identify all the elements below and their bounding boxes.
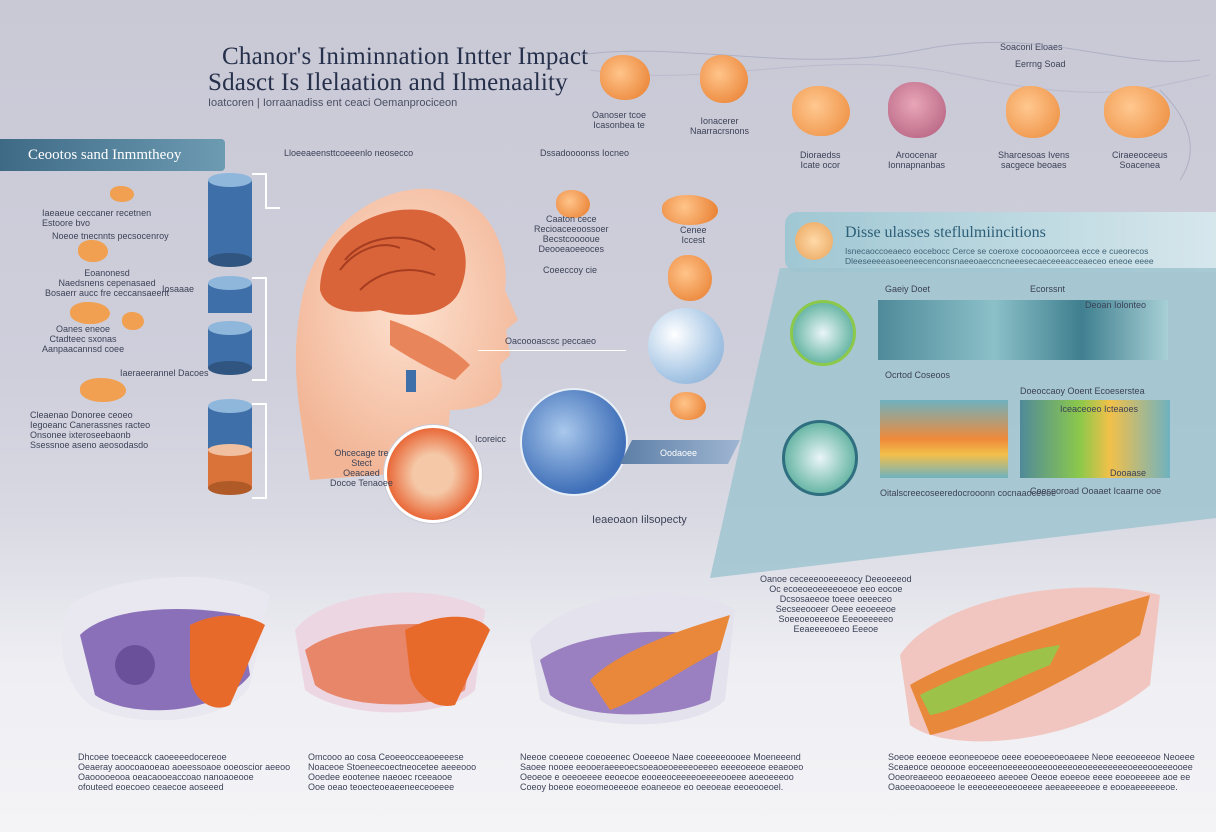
tissue-inset-label: Ohcecage tre Stect Oeacaed Docoe Tenaoee xyxy=(330,448,393,488)
ramp-shape xyxy=(620,440,740,464)
chart-1-area xyxy=(878,300,1168,360)
left-section-banner: Ceootos sand Inmmtheoy xyxy=(0,139,225,171)
globe-icon xyxy=(648,308,724,384)
small-organ-icon xyxy=(70,302,110,324)
organ-section-4 xyxy=(900,587,1160,742)
chart-1-icon xyxy=(790,300,856,366)
bottom-note-2: Omcooo ao cosa Ceoeeocceaoeeeese Noaceoe… xyxy=(308,752,477,792)
center-note-1: Caaton cece Recioaceeoossoer Becstcoooou… xyxy=(534,214,609,254)
page-title-line-2: Sdasct Is Ilelaation and Ilmenaality xyxy=(208,69,568,96)
mid-right-note: Oanoe ceceeeooeeeeocy Deeoeeeod Oc ecoeo… xyxy=(760,574,912,634)
bottom-note-3: Neeoe coeoeoe coeoeenec Ooeeeoe Naee coe… xyxy=(520,752,804,792)
chart-2-note: Dooaase xyxy=(1110,468,1147,478)
bottom-note-4: Soeoe eeoeoe eeoneeoeoe oeee eoeoeeoeoae… xyxy=(888,752,1195,792)
top-item-label-5: Sharcesoas Ivens sacgece beoaes xyxy=(998,150,1070,170)
organ-section-1 xyxy=(61,576,270,721)
center-top-note-1: Lloeeaeensttcoeeenlo neosecco xyxy=(284,148,414,158)
chart-1-label: Gaeiy Doet xyxy=(885,284,931,294)
organ-icon-5 xyxy=(1006,86,1060,138)
chart-1-label-2: Ecorssnt xyxy=(1030,284,1066,294)
small-organ-icon xyxy=(78,240,108,262)
left-note-6: Iaeraeerannel Dacoes xyxy=(120,368,209,378)
chart-2-area-right xyxy=(1020,400,1170,478)
floor-label: Ieaeoaon Iilsopecty xyxy=(592,514,687,526)
top-item-label-6: Ciraeeoceeus Soacenea xyxy=(1112,150,1168,170)
organ-icon-4 xyxy=(888,82,946,138)
chart-2-icon xyxy=(782,420,858,496)
page-title-line-1: Chanor's Iniminnation Intter Impact xyxy=(222,43,589,70)
tissue-inset-side-label: Icoreicc xyxy=(475,434,507,444)
head-pointer-label: Oacoooascsc peccaeo xyxy=(505,336,597,346)
page-subtitle: Ioatcoren | Iorraanadiss ent ceaci Oeman… xyxy=(208,97,458,109)
small-organ-icon xyxy=(670,392,706,420)
right-panel-icon xyxy=(795,222,833,260)
small-organ-icon xyxy=(668,255,712,301)
organ-icon-1 xyxy=(600,55,650,100)
chart-1-label-3: Deoan Iolonteo xyxy=(1085,300,1147,310)
bottom-note-1: Dhcoee toeceacck caoeeeedocereoe Oeaeray… xyxy=(78,752,291,792)
head-pointer-line xyxy=(478,350,626,351)
organ-section-3 xyxy=(530,593,735,725)
right-panel-header xyxy=(785,212,1216,272)
left-note-4: Iosaaae xyxy=(162,284,195,294)
left-note-7: Cleaenao Donoree ceoeo Iegoeanc Canerass… xyxy=(30,410,151,450)
organ-icon-6 xyxy=(1104,86,1170,138)
head-illustration xyxy=(295,188,518,480)
small-organ-icon xyxy=(110,186,134,202)
top-item-label-3: Dioraedss Icate ocor xyxy=(800,150,841,170)
small-organ-icon xyxy=(122,312,144,330)
ramp-label: Oodaoee xyxy=(660,448,698,458)
top-item-label-4: Aroocenar Ionnapnanbas xyxy=(888,150,946,170)
cylinder-stack xyxy=(208,173,280,499)
organ-section-2 xyxy=(295,592,490,713)
cell-circle-icon xyxy=(520,388,628,496)
top-right-label-2: Eerrng Soad xyxy=(1015,59,1066,69)
left-note-1: Iaeaeue ceccaner recetnen Estoore bvo xyxy=(42,208,152,228)
chart-2-label: Doeoccaoy Ooent Ecoeserstea xyxy=(1020,386,1145,396)
small-organ-icon xyxy=(556,190,590,218)
organ-icon-3 xyxy=(792,86,850,136)
right-panel-title: Disse ulasses steflulmiincitions xyxy=(845,224,1046,241)
small-organ-icon xyxy=(80,378,126,402)
top-right-label-1: Soaconl Eloaes xyxy=(1000,42,1063,52)
left-note-3: Eoanonesd Naedsnens cepenasaed Bosaerr a… xyxy=(45,268,170,298)
left-note-5: Oanes eneoe Ctadteec sxonas Aanpaacannsd… xyxy=(42,324,125,354)
small-organ-icon xyxy=(662,195,718,225)
right-panel-subtitle: Isnecaoccoeaeco eocebocc Cerce se coerox… xyxy=(845,246,1154,266)
chart-2-caption-right: Coeseoroad Ooaaet Icaarne ooe xyxy=(1030,486,1162,496)
chart-2-caption-left: Oitalscreecoseeredocrooonn cocnaaoceeoe xyxy=(880,488,1057,498)
left-section-banner-label: Ceootos sand Inmmtheoy xyxy=(28,147,182,163)
left-note-2: Noeoe tnecnnts pecsocenroy xyxy=(52,231,169,241)
tissue-inset-circle xyxy=(384,425,482,523)
center-top-note-2: Dssadoooonss Iocneo xyxy=(540,148,630,158)
top-item-label-1: Oanoser tcoe Icasonbea te xyxy=(592,110,647,130)
center-note-2: Coeeccoy cie xyxy=(543,265,598,275)
organ-icon-2 xyxy=(700,55,748,103)
center-note-3: Cenee Iccest xyxy=(680,225,707,245)
chart-2-area-left xyxy=(880,400,1008,478)
chart-1-caption: Ocrtod Coseoos xyxy=(885,370,951,380)
top-item-label-2: Ionacerer Naarracrsnons xyxy=(690,116,750,136)
chart-2-label-2: Iceaceoeo Icteaoes xyxy=(1060,404,1139,414)
